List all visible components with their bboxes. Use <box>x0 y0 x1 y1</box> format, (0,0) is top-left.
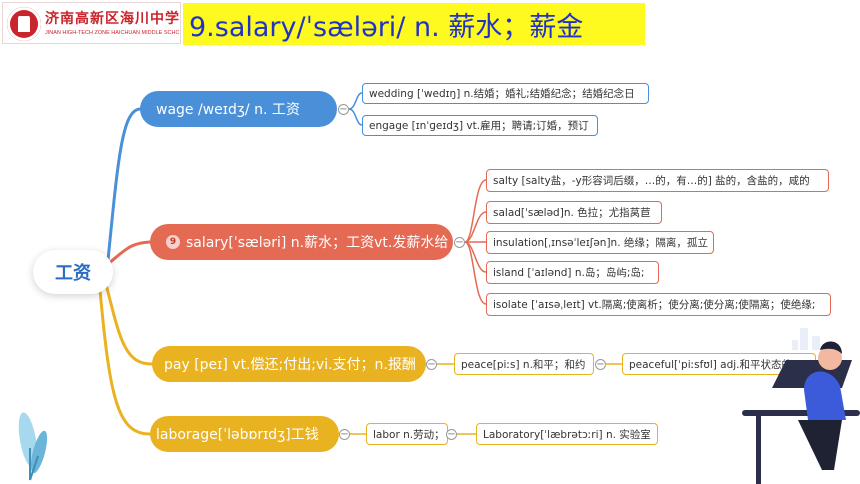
branch-salary-label: salary[ˈsæləri] n.薪水；工资vt.发薪水给 <box>186 235 449 251</box>
collapse-icon[interactable]: − <box>454 236 465 248</box>
node-engage[interactable]: engage [ɪnˈɡeɪdʒ] vt.雇用；聘请;订婚，预订 <box>362 115 598 136</box>
school-seal-icon <box>7 7 41 41</box>
node-labor[interactable]: labor n.劳动； <box>366 423 448 445</box>
branch-pay[interactable]: pay [peɪ] vt.偿还;付出;vi.支付；n.报酬 <box>152 346 426 382</box>
node-insulation[interactable]: insulation[ˌɪnsəˈleɪʃən]n. 绝缘；隔离，孤立 <box>486 231 714 254</box>
node-peace[interactable]: peace[piːs] n.和平；和约 <box>454 353 594 375</box>
node-laboratory[interactable]: Laboratory[ˈlæbrətɔːri] n. 实验室 <box>476 423 658 445</box>
collapse-icon[interactable]: − <box>426 358 437 370</box>
number-badge: 9 <box>166 235 180 249</box>
node-wedding[interactable]: wedding [ˈwedɪŋ] n.结婚；婚礼;结婚纪念；结婚纪念日 <box>362 83 649 104</box>
school-name-en: JINAN HIGH-TECH ZONE HAICHUAN MIDDLE SCH… <box>45 30 179 36</box>
mindmap-root[interactable]: 工资 <box>33 250 113 294</box>
person-laptop-illustration-icon <box>742 328 860 484</box>
collapse-icon[interactable]: − <box>338 103 349 115</box>
plant-illustration-icon <box>18 412 48 481</box>
branch-salary[interactable]: 9 salary[ˈsæləri] n.薪水；工资vt.发薪水给 <box>150 224 453 260</box>
collapse-icon[interactable]: − <box>446 428 457 440</box>
slide-title: 9.salary/ˈsæləri/ n. 薪水；薪金 <box>183 3 645 45</box>
branch-laborage[interactable]: laborage[ˈləbɒrɪdʒ]工钱 <box>150 416 339 452</box>
node-isolate[interactable]: isolate [ˈaɪsəˌleɪt] vt.隔离;使离析；使分离;使分离;使… <box>486 293 831 316</box>
collapse-icon[interactable]: − <box>339 428 350 440</box>
school-logo: 济南高新区海川中学 JINAN HIGH-TECH ZONE HAICHUAN … <box>2 2 181 44</box>
node-island[interactable]: island [ˈaɪlənd] n.岛；岛屿;岛; <box>486 261 659 284</box>
node-salty[interactable]: salty [salty盐，-y形容词后缀，…的，有…的] 盐的，含盐的，咸的 <box>486 169 829 192</box>
node-peaceful[interactable]: peaceful[ˈpiːsfʊl] adj.和平状态的； <box>622 353 816 375</box>
school-name-cn: 济南高新区海川中学 <box>45 11 179 27</box>
branch-wage[interactable]: wage /weɪdʒ/ n. 工资 <box>140 91 337 127</box>
collapse-icon[interactable]: − <box>595 358 606 370</box>
node-salad[interactable]: salad[ˈsæləd]n. 色拉；尤指莴苣 <box>486 201 662 224</box>
